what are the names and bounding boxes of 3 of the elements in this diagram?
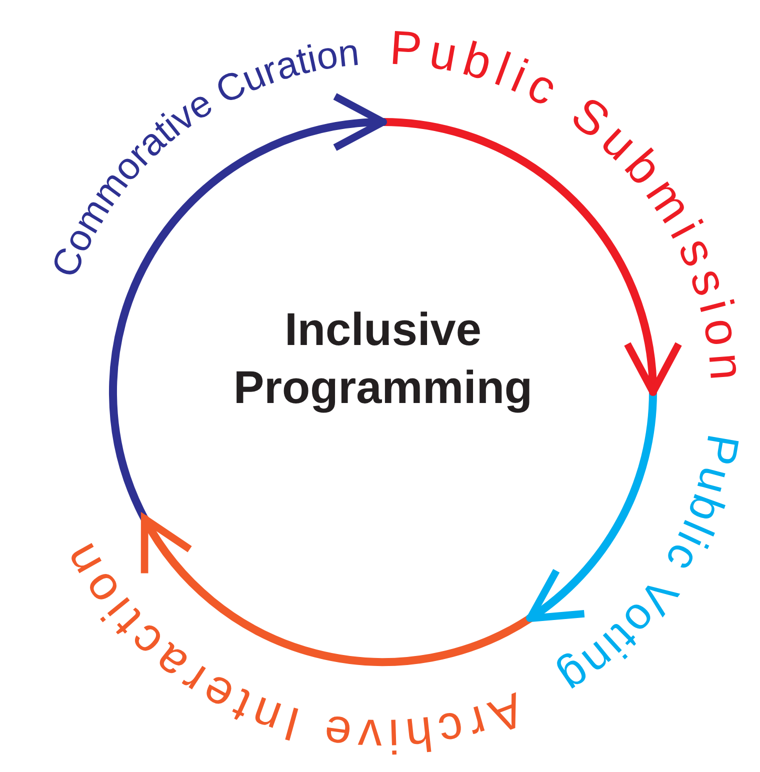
arrow [526,392,657,622]
junction-point [526,614,534,622]
center-heading: Inclusive Programming [232,302,534,415]
